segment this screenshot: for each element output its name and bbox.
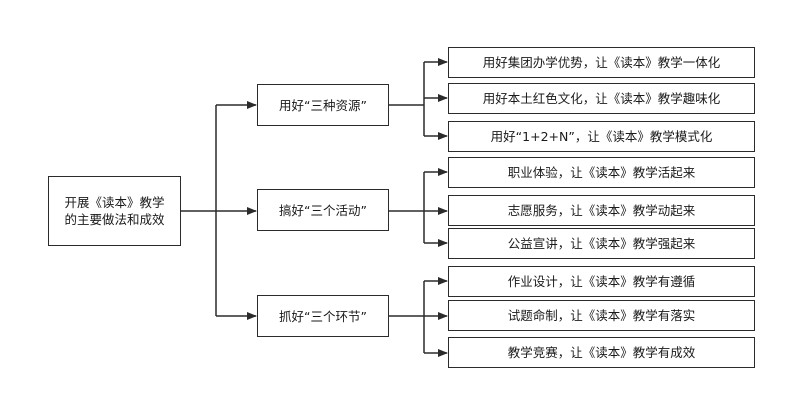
leaf-node: 用好“1+2+N”，让《读本》教学模式化: [448, 121, 755, 152]
leaf-node: 试题命制，让《读本》教学有落实: [448, 300, 755, 331]
branch-node-links: 抓好“三个环节”: [257, 295, 389, 337]
leaf-node: 教学竞赛，让《读本》教学有成效: [448, 337, 755, 368]
leaf-node: 用好本土红色文化，让《读本》教学趣味化: [448, 83, 755, 114]
root-node-label: 开展《读本》教学 的主要做法和成效: [64, 194, 164, 228]
leaf-node: 职业体验，让《读本》教学活起来: [448, 157, 755, 188]
leaf-label: 教学竞赛，让《读本》教学有成效: [507, 345, 696, 360]
leaf-label: 用好集团办学优势，让《读本》教学一体化: [482, 55, 721, 70]
leaf-label: 公益宣讲，让《读本》教学强起来: [507, 236, 696, 251]
leaf-label: 职业体验，让《读本》教学活起来: [507, 165, 696, 180]
leaf-node: 公益宣讲，让《读本》教学强起来: [448, 228, 755, 259]
branch-label: 用好“三种资源”: [279, 97, 367, 113]
leaf-label: 志愿服务，让《读本》教学动起来: [507, 203, 696, 218]
leaf-node: 志愿服务，让《读本》教学动起来: [448, 195, 755, 226]
branch-label: 搞好“三个活动”: [279, 202, 367, 218]
root-line-2: 的主要做法和成效: [64, 212, 165, 227]
leaf-label: 试题命制，让《读本》教学有落实: [507, 308, 696, 323]
leaf-label: 作业设计，让《读本》教学有遵循: [507, 274, 696, 289]
branch-label: 抓好“三个环节”: [279, 308, 367, 324]
branch-node-resources: 用好“三种资源”: [257, 84, 389, 126]
root-line-1: 开展《读本》教学: [64, 195, 165, 210]
branch-node-activities: 搞好“三个活动”: [257, 189, 389, 231]
leaf-node: 用好集团办学优势，让《读本》教学一体化: [448, 47, 755, 78]
leaf-node: 作业设计，让《读本》教学有遵循: [448, 266, 755, 297]
leaf-label: 用好本土红色文化，让《读本》教学趣味化: [482, 91, 721, 106]
leaf-label: 用好“1+2+N”，让《读本》教学模式化: [490, 129, 713, 144]
root-node: 开展《读本》教学 的主要做法和成效: [48, 176, 181, 246]
